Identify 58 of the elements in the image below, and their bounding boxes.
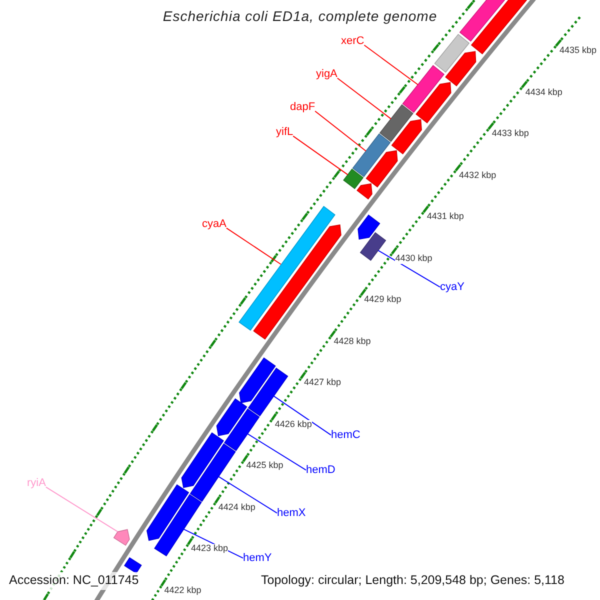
gene-label: dapF [290,101,316,114]
leader-line [218,476,278,514]
gene-label: hemD [306,464,336,476]
gene-feature [146,484,190,541]
map-title: Escherichia coli ED1a, complete genome [162,9,438,24]
gene-label: hemY [243,552,272,564]
gene-feature [248,368,288,416]
scale-label: 4423 kbp [190,544,228,554]
gene-feature [434,34,470,73]
gene-feature [124,557,142,574]
gene-feature [445,51,476,86]
gene-label: ryiA [27,477,46,490]
scale-label: 4426 kbp [274,420,312,430]
gene-feature [402,65,444,113]
gene-label: hemC [331,429,360,442]
leader-line [226,228,282,265]
scale-label: 4425 kbp [246,461,284,472]
gene-feature [416,82,452,124]
gene-feature [190,443,236,502]
scale-label: 4432 kbp [459,170,496,181]
gene-feature [343,168,364,190]
leader-line [45,486,118,532]
gene-label: yifL [276,126,294,138]
scale-label: 4430 kbp [395,254,432,264]
gene-feature [238,206,336,331]
scale-label: 4427 kbp [304,378,342,388]
gene-feature [239,357,276,404]
gene-feature [379,104,414,142]
leader-line [314,110,366,152]
scale-label: 4428 kbp [334,336,371,347]
gene-feature [358,214,380,240]
leader-line [292,136,348,176]
gene-label: hemX [277,507,306,520]
scale-label: 4424 kbp [218,502,256,513]
scale-label: 4429 kbp [364,295,402,306]
gene-feature [352,133,391,178]
scale-label: 4435 kbp [559,46,596,56]
gene-label: xerC [341,35,364,48]
gene-feature [391,119,422,154]
scale-label: 4422 kbp [164,586,202,596]
leader-line [336,78,392,120]
gene-feature [216,398,248,436]
scale-label: 4434 kbp [525,88,562,98]
gene-feature [360,232,386,261]
gene-feature [181,432,224,488]
scale-label: 4433 kbp [492,129,529,139]
gene-label: yigA [316,68,338,80]
leader-line [273,396,332,436]
gene-feature [366,150,398,188]
scale-label: 4431 kbp [426,212,464,222]
gene-feature [113,529,130,546]
gene-feature [224,408,260,452]
gene-label: cyaA [202,218,226,230]
leader-line [247,433,306,471]
leader-line [378,250,440,288]
leader-line [364,44,418,86]
gene-label: cyaY [440,281,464,294]
gene-feature [356,183,372,200]
